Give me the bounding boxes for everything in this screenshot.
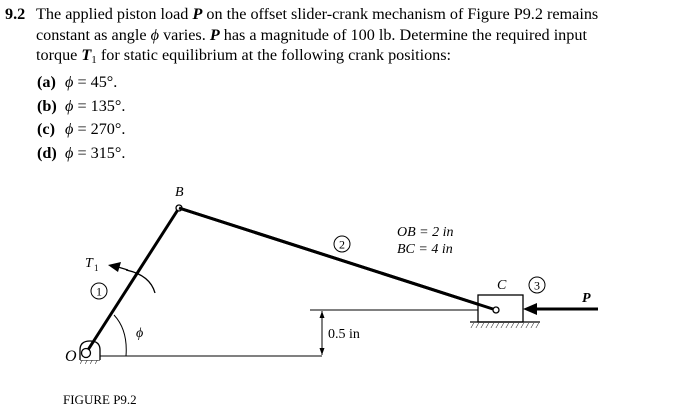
slider-block (477, 294, 524, 323)
part-value: = 135°. (73, 96, 126, 115)
dimension-arrow-up (319, 311, 325, 318)
part-value: = 270°. (73, 120, 126, 138)
offset-label: 0.5 in (328, 327, 360, 342)
part-label: (d) (37, 143, 57, 162)
angle-arc (113, 314, 127, 357)
text-run: torque (36, 46, 82, 64)
text-run: has a magnitude of 100 lb. Determine the… (219, 25, 587, 44)
symbol-phi: ϕ (65, 143, 74, 162)
symbol-T-subscript: 1 (91, 54, 97, 66)
load-arrow-head (523, 303, 537, 315)
part-label: (c) (37, 120, 55, 138)
problem-line-2: constant as angle ϕ varies. P has a magn… (5, 25, 681, 46)
symbol-P: P (209, 25, 220, 44)
label-phi: ϕ (136, 326, 143, 341)
figure-caption: FIGURE P9.2 (63, 392, 137, 407)
link-number-3: 3 (534, 279, 540, 293)
symbol-phi: ϕ (150, 25, 160, 44)
ground-hatch-O (80, 360, 100, 364)
problem-statement: 9.2 The applied piston load P on the offs… (5, 4, 681, 71)
part-value: = 315°. (73, 143, 126, 162)
part-b: (b) ϕ = 135°. (37, 95, 125, 119)
text-run: on the offset slider-crank mechanism of … (202, 5, 599, 23)
crank-link-1 (84, 207, 181, 354)
torque-arc (125, 269, 156, 294)
parts-list: (a) ϕ = 45°. (b) ϕ = 135°. (c) ϕ = 270°. (d… (37, 71, 125, 165)
problem-line-3: torque T1 for static equilibrium at the … (5, 45, 681, 71)
part-c: (c) ϕ = 270°. (37, 118, 125, 142)
label-C: C (497, 278, 507, 293)
text-run: The applied piston load (36, 5, 193, 23)
link-number-1: 1 (96, 285, 102, 299)
link-number-2: 2 (339, 238, 345, 252)
link-number-circle-3 (528, 276, 546, 294)
problem-line-1: 9.2 The applied piston load P on the offs… (5, 4, 681, 25)
label-T1: T (85, 256, 94, 271)
part-label: (b) (37, 96, 57, 115)
torque-arrow-stem (117, 266, 129, 271)
symbol-P: P (192, 5, 203, 23)
text-run: varies. (159, 25, 210, 44)
label-O: O (65, 348, 77, 365)
part-a: (a) ϕ = 45°. (37, 71, 125, 95)
torque-arrow-head (108, 262, 121, 272)
symbol-phi: ϕ (65, 96, 74, 115)
coupler-overlay (178, 206, 497, 312)
label-B: B (175, 185, 184, 200)
dimension-OB: OB = 2 in (397, 225, 454, 240)
dimension-arrow-down (319, 348, 325, 355)
pin-O (80, 347, 92, 359)
part-d: (d) ϕ = 315°. (37, 142, 125, 166)
part-label: (a) (37, 73, 56, 91)
link-number-circle-1 (90, 282, 108, 300)
symbol-phi: ϕ (65, 73, 74, 91)
label-P: P (582, 291, 591, 306)
symbol-phi: ϕ (65, 120, 74, 138)
symbol-T: T (81, 46, 92, 64)
text-run: for static equilibrium at the following … (96, 46, 452, 64)
label-T1-subscript: 1 (94, 263, 99, 273)
pin-C (492, 306, 500, 314)
link-number-circle-2 (333, 235, 351, 253)
text-run: constant as angle (36, 25, 151, 44)
slider-ground-hatch (470, 323, 540, 328)
part-value: = 45°. (73, 73, 118, 91)
problem-number: 9.2 (5, 5, 26, 23)
dimension-BC: BC = 4 in (397, 242, 453, 257)
